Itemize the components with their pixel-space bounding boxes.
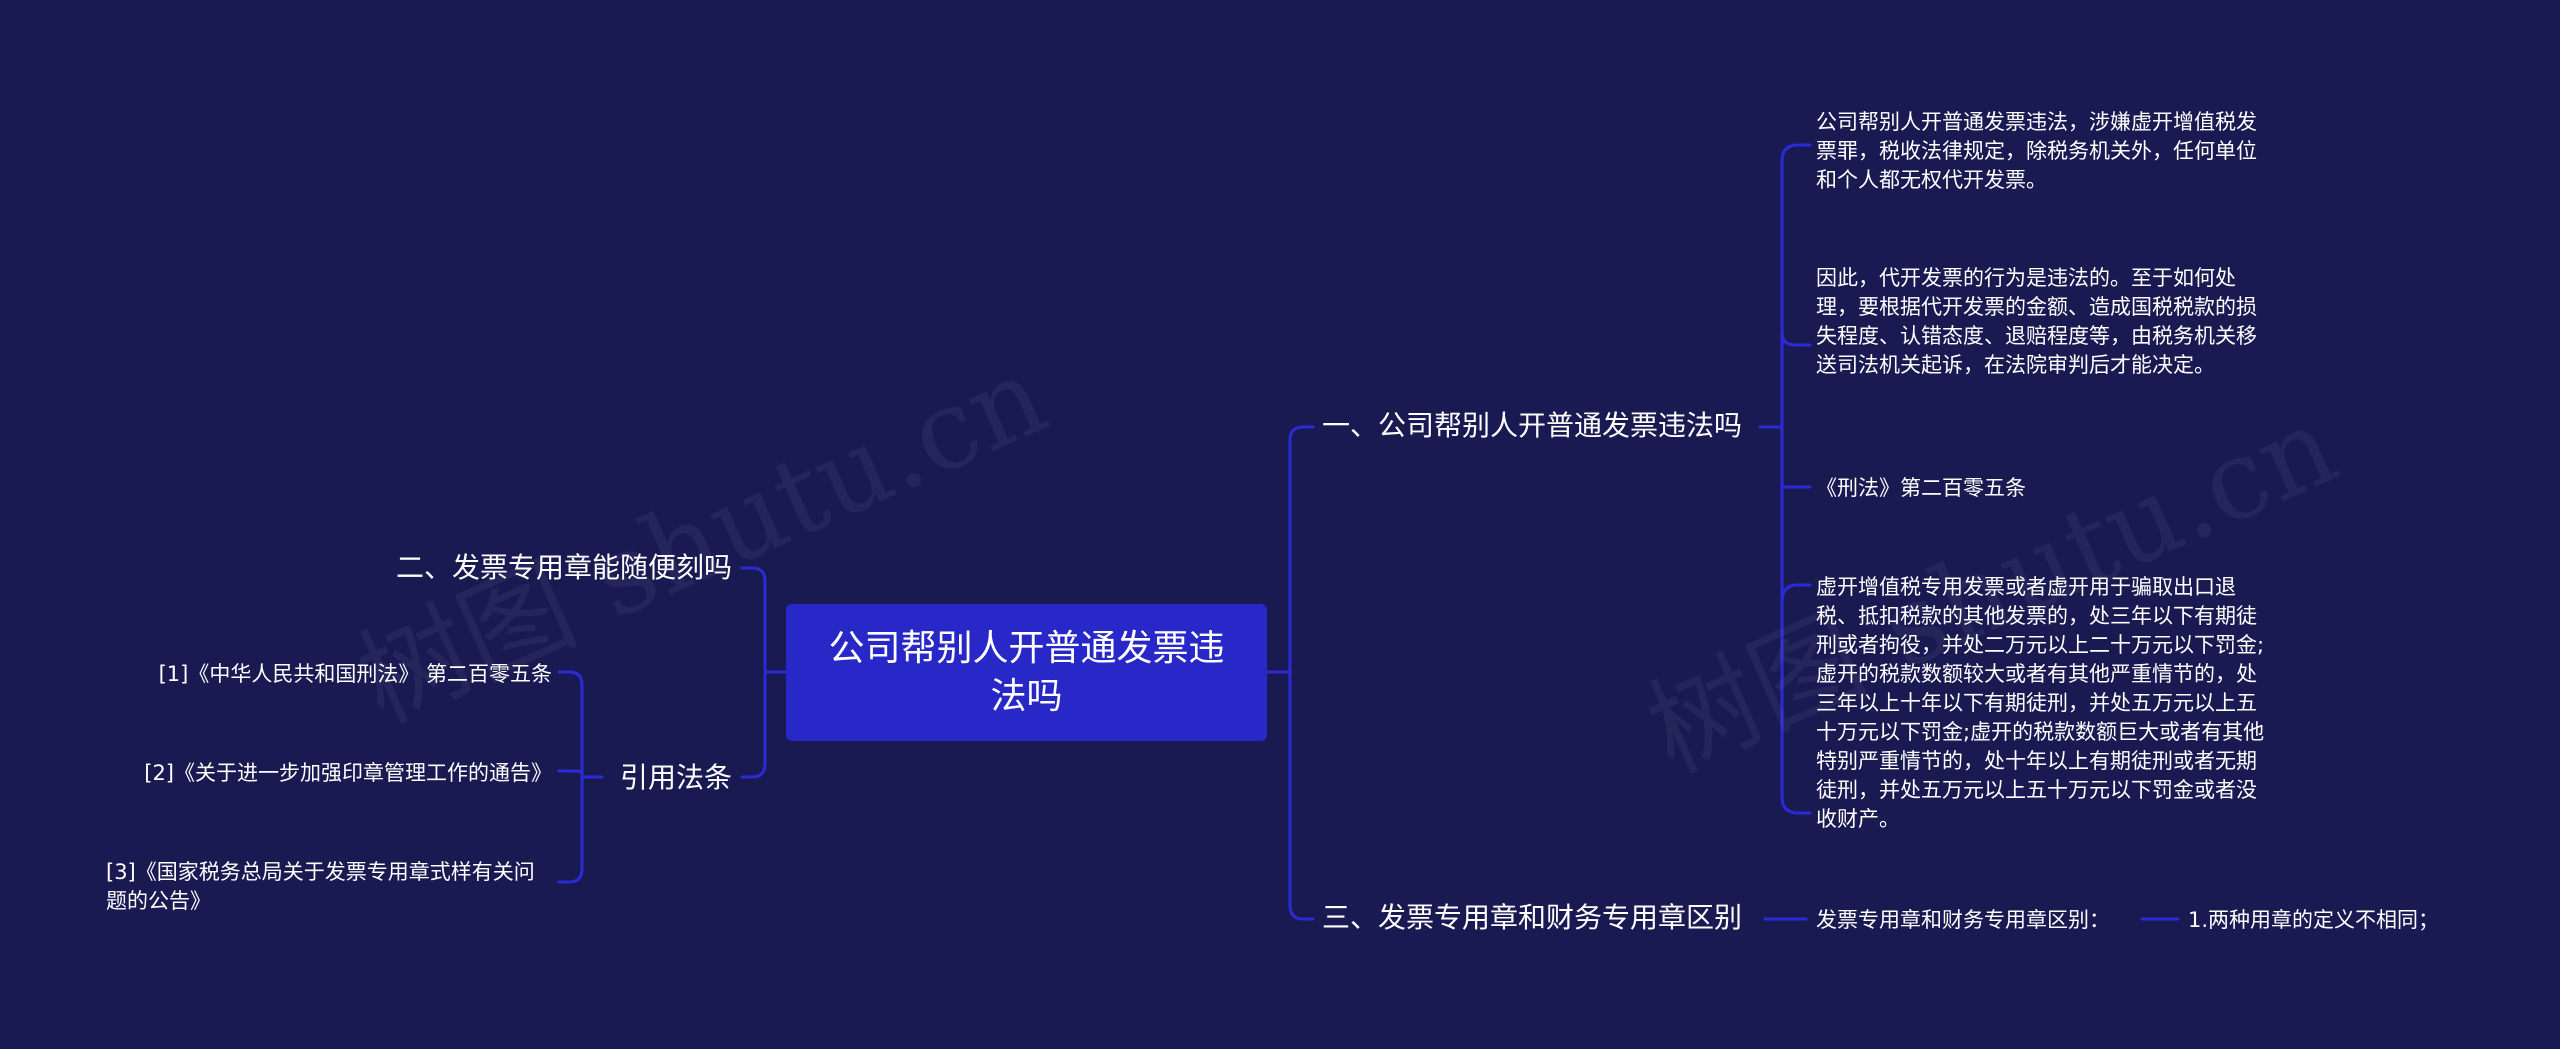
- citation-criminal-law[interactable]: [1]《中华人民共和国刑法》 第二百零五条: [158, 662, 552, 686]
- leaf-illegal-explanation[interactable]: 公司帮别人开普通发票违法，涉嫌虚开增值税发票罪，税收法律规定，除税务机关外，任何…: [1816, 110, 2257, 192]
- root-node[interactable]: 公司帮别人开普通发票违法吗: [786, 604, 1267, 741]
- branch-seal-difference[interactable]: 三、发票专用章和财务专用章区别: [1322, 900, 1742, 936]
- leaf-seal-difference[interactable]: 发票专用章和财务专用章区别：: [1816, 908, 2110, 932]
- branch-label: 二、发票专用章能随便刻吗: [395, 551, 732, 584]
- leaf-criminal-law-article[interactable]: 《刑法》第二百零五条: [1816, 476, 2026, 500]
- leaf-handling-process[interactable]: 因此，代开发票的行为是违法的。至于如何处理，要根据代开发票的金额、造成国税税款的…: [1816, 266, 2257, 377]
- connector-cite-bracket: [557, 670, 584, 884]
- branch-label: 一、公司帮别人开普通发票违法吗: [1322, 409, 1743, 442]
- connector-b1-bracket: [1780, 143, 1812, 815]
- branch-illegal-invoice[interactable]: 一、公司帮别人开普通发票违法吗: [1322, 408, 1742, 444]
- connector-left-trunk: [740, 566, 767, 779]
- citation-tax-bureau-announcement[interactable]: [3]《国家税务总局关于发票专用章式样有关问题的公告》: [106, 860, 535, 913]
- citation-seal-management-notice[interactable]: [2]《关于进一步加强印章管理工作的通告》: [144, 761, 552, 785]
- branch-seal-engraving[interactable]: 二、发票专用章能随便刻吗: [396, 550, 732, 586]
- leaf-penalty-details[interactable]: 虚开增值税专用发票或者虚开用于骗取出口退税、抵扣税款的其他发票的，处三年以下有期…: [1816, 575, 2265, 831]
- branch-label: 引用法条: [619, 761, 732, 794]
- branch-cited-laws[interactable]: 引用法条: [620, 760, 732, 796]
- connector-right-trunk: [1288, 425, 1315, 921]
- root-title: 公司帮别人开普通发票违法吗: [828, 627, 1225, 717]
- branch-label: 三、发票专用章和财务专用章区别: [1322, 901, 1743, 934]
- leaf-definition-differs[interactable]: 1.两种用章的定义不相同；: [2188, 908, 2440, 932]
